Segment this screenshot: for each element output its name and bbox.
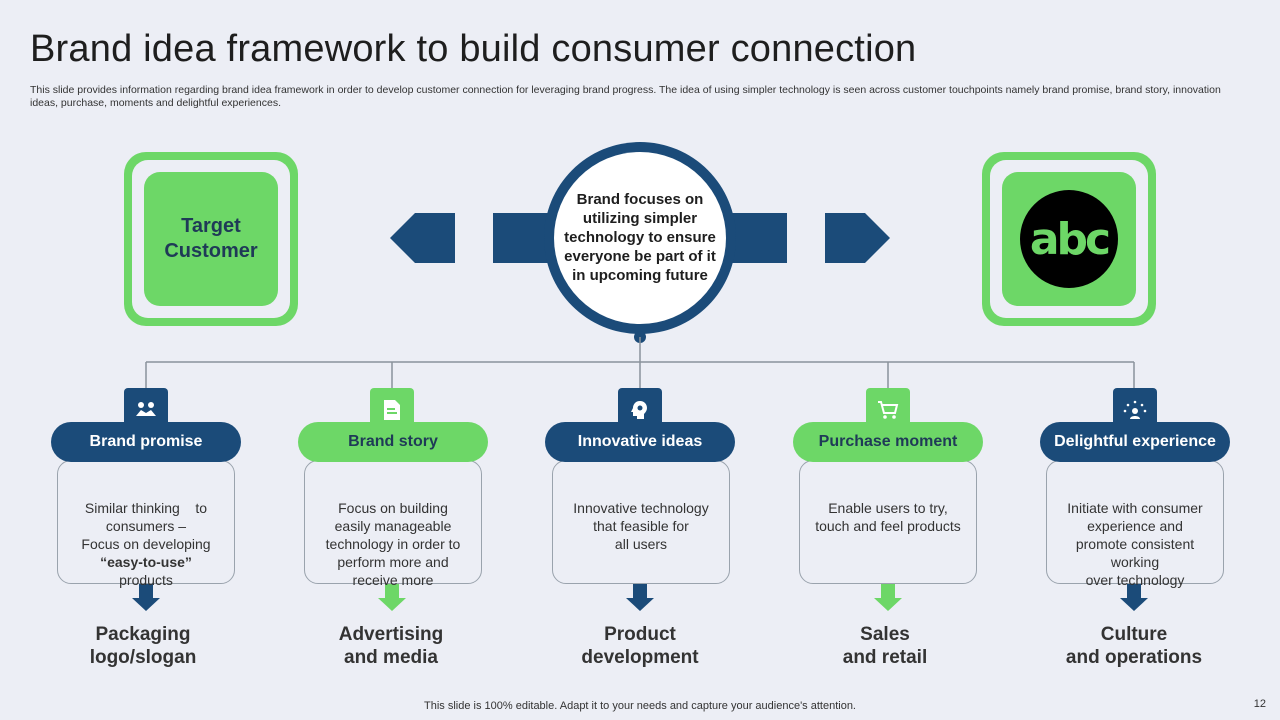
desc-box-innovative-ideas: Innovative technology that feasible for …: [552, 460, 730, 584]
desc-line: easily manageable: [334, 518, 452, 534]
outcome-packaging: Packaging logo/slogan: [33, 623, 253, 669]
desc-line: receive more: [352, 572, 434, 588]
target-customer-line1: Target: [181, 215, 241, 237]
brand-logo-box: abc: [982, 152, 1156, 326]
outcome-line2: development: [581, 647, 699, 668]
desc-line: consumers –: [105, 518, 187, 534]
desc-line: all users: [614, 536, 668, 552]
outcome-line1: Advertising: [338, 624, 444, 645]
outcome-product: Product development: [530, 623, 750, 669]
head-idea-icon: [631, 401, 647, 419]
target-customer-line2: Customer: [164, 240, 258, 262]
desc-line: that feasible for: [593, 518, 689, 534]
icon-box-innovative-ideas: [618, 388, 662, 432]
outcome-line2: and retail: [842, 647, 928, 668]
outcome-culture: Culture and operations: [1024, 623, 1244, 669]
outcome-line2: and media: [344, 647, 438, 668]
desc-line: promote consistent: [1075, 536, 1195, 552]
outcome-sales: Sales and retail: [775, 623, 995, 669]
abc-logo-icon: abc: [1020, 190, 1118, 288]
desc-line: Focus on developing: [81, 536, 211, 552]
outcome-advertising: Advertising and media: [281, 623, 501, 669]
star-user-icon: [1123, 400, 1147, 419]
icon-box-brand-story: [370, 388, 414, 432]
icon-box-purchase-moment: [866, 388, 910, 432]
handshake-icon: [136, 402, 156, 416]
desc-box-purchase-moment: Enable users to try, touch and feel prod…: [799, 460, 977, 584]
outcome-line1: Culture: [1100, 624, 1168, 645]
desc-box-brand-story: Focus on building easily manageable tech…: [304, 460, 482, 588]
desc-line: technology in order to: [325, 536, 461, 552]
desc-line: working: [1110, 554, 1160, 570]
outcome-line2: and operations: [1065, 647, 1203, 668]
outcome-line1: Product: [604, 624, 676, 645]
outcome-line1: Packaging: [95, 624, 191, 645]
desc-line: Initiate with consumer: [1067, 500, 1203, 516]
desc-line: products: [119, 572, 173, 588]
target-customer-box: Target Customer: [124, 152, 298, 326]
icon-box-brand-promise: [124, 388, 168, 432]
abc-logo-text: abc: [1029, 213, 1111, 265]
left-arrow-icon: [390, 213, 455, 263]
document-icon: [384, 400, 400, 420]
icon-box-delightful-experience: [1113, 388, 1157, 432]
outcome-line1: Sales: [860, 624, 910, 645]
desc-line: over technology: [1085, 572, 1185, 588]
down-arrow-icon: [626, 584, 654, 611]
desc-line: touch and feel products: [815, 518, 961, 534]
center-statement: Brand focuses on utilizing simpler techn…: [564, 190, 716, 284]
right-arrow-icon: [825, 213, 890, 263]
desc-line: experience and: [1087, 518, 1183, 534]
desc-line: Similar thinking to: [84, 500, 208, 516]
desc-box-brand-promise: Similar thinking to consumers – Focus on…: [57, 460, 235, 588]
desc-line: Innovative technology: [573, 500, 709, 516]
outcome-line2: logo/slogan: [89, 647, 197, 668]
down-arrow-icon: [874, 584, 902, 611]
page-number: 12: [1253, 698, 1266, 710]
slide-title: Brand idea framework to build consumer c…: [30, 28, 917, 70]
desc-line: Enable users to try,: [828, 500, 948, 516]
shopping-cart-icon: [878, 401, 899, 419]
pill-brand-promise: Brand promise: [51, 422, 241, 462]
slide-footer: This slide is 100% editable. Adapt it to…: [424, 700, 856, 712]
slide-subtitle: This slide provides information regardin…: [30, 84, 1221, 109]
desc-line-bold: “easy-to-use”: [100, 554, 192, 570]
desc-line: perform more and: [337, 554, 449, 570]
pill-delightful-experience: Delightful experience: [1040, 422, 1230, 462]
desc-box-delightful-experience: Initiate with consumer experience and pr…: [1046, 460, 1224, 588]
desc-line: Focus on building: [338, 500, 448, 516]
